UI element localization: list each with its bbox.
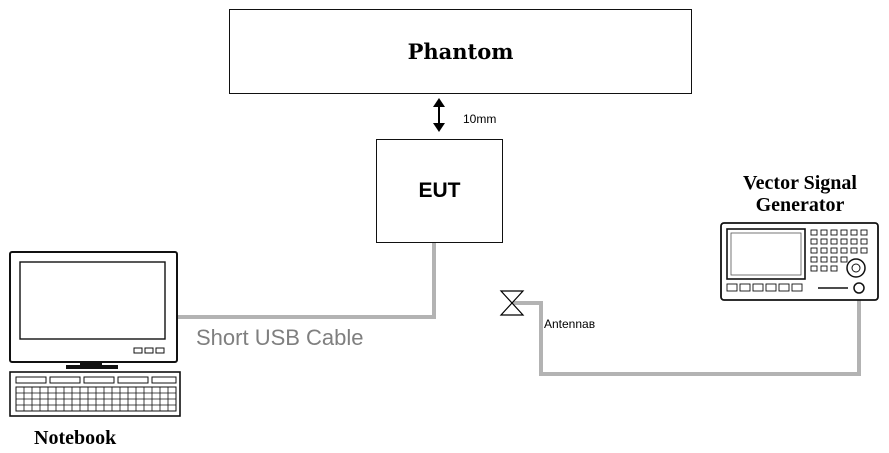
notebook-computer-icon (9, 251, 181, 417)
signal-generator-icon (720, 222, 879, 301)
phantom-label: Phantom (407, 39, 514, 64)
notebook-label: Notebook (34, 427, 117, 449)
signal-generator-label-line2: Generator (755, 194, 845, 216)
phantom-box (229, 9, 692, 94)
signal-generator-label-line1: Vector Signal (743, 172, 857, 194)
rf-cable (512, 299, 861, 376)
spacing-label: 10mm (463, 112, 497, 126)
usb-cable-label: Short USB Cable (196, 325, 364, 350)
antenna-icon (499, 290, 525, 316)
antenna-label: Antennaв (544, 317, 596, 331)
usb-cable (178, 243, 436, 319)
eut-box (376, 139, 503, 243)
eut-label: EUT (418, 179, 461, 202)
signal-generator-label: Vector Signal Generator (706, 172, 889, 216)
double-arrow-icon (433, 98, 445, 132)
